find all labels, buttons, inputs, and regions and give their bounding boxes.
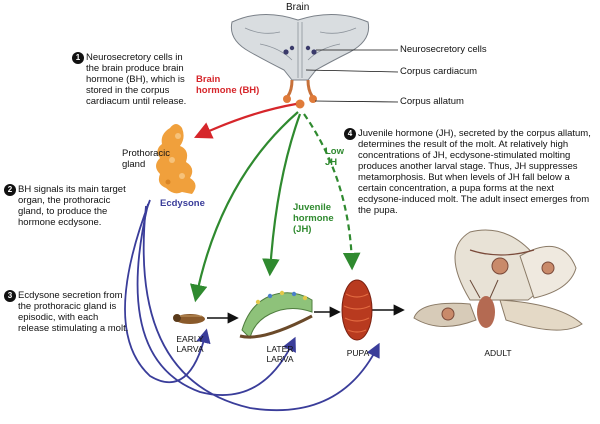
bh-arrow: [194, 102, 297, 139]
step-2-text: BH signals its main target organ, the pr…: [18, 184, 126, 228]
stage-pupa: PUPA: [346, 348, 370, 358]
stage-later-larva: LATER LARVA: [266, 344, 294, 364]
label-low-jh: Low JH: [325, 146, 344, 168]
label-corpus-cardiacum: Corpus cardiacum: [400, 66, 478, 77]
brain-illustration: [230, 13, 370, 109]
ecdysone-arrow-early-larva: [124, 199, 211, 384]
later-larva-illustration: [239, 290, 313, 339]
leader-line: [314, 100, 399, 103]
step-1-badge: 1: [72, 52, 84, 64]
brain-title: Brain: [286, 2, 310, 13]
jh-arrow-later-larva: [262, 113, 302, 277]
adult-moth-illustration: [413, 229, 583, 331]
step-4-text: Juvenile hormone (JH), secreted by the c…: [358, 128, 591, 216]
ecdysone-arrow-later-larva: [136, 203, 296, 396]
ecdysone-arrow-pupa: [142, 205, 380, 412]
leader-line: [305, 69, 399, 73]
low-jh-arrow: [303, 113, 361, 271]
step-2-badge: 2: [4, 184, 16, 196]
label-juvenile-hormone: Juvenile hormone (JH): [293, 202, 334, 235]
pupa-illustration: [341, 279, 373, 341]
label-prothoracic-gland: Prothoracic gland: [122, 148, 171, 170]
label-brain-hormone: Brain hormone (BH): [196, 74, 260, 96]
label-ecdysone: Ecdysone: [160, 198, 205, 209]
step-3-text: Ecdysone secretion from the prothoracic …: [18, 290, 129, 334]
stage-adult: ADULT: [484, 348, 512, 358]
step-3-badge: 3: [4, 290, 16, 302]
early-larva-illustration: [173, 314, 205, 324]
label-corpus-allatum: Corpus allatum: [400, 96, 464, 107]
step-1-text: Neurosecretory cells in the brain produc…: [86, 52, 187, 107]
stage-early-larva: EARLY LARVA: [176, 334, 204, 354]
label-neurosecretory-cells: Neurosecretory cells: [400, 44, 487, 55]
jh-arrow-early-larva: [190, 111, 299, 303]
step-4-badge: 4: [344, 128, 356, 140]
prothoracic-gland-illustration: [156, 124, 196, 194]
